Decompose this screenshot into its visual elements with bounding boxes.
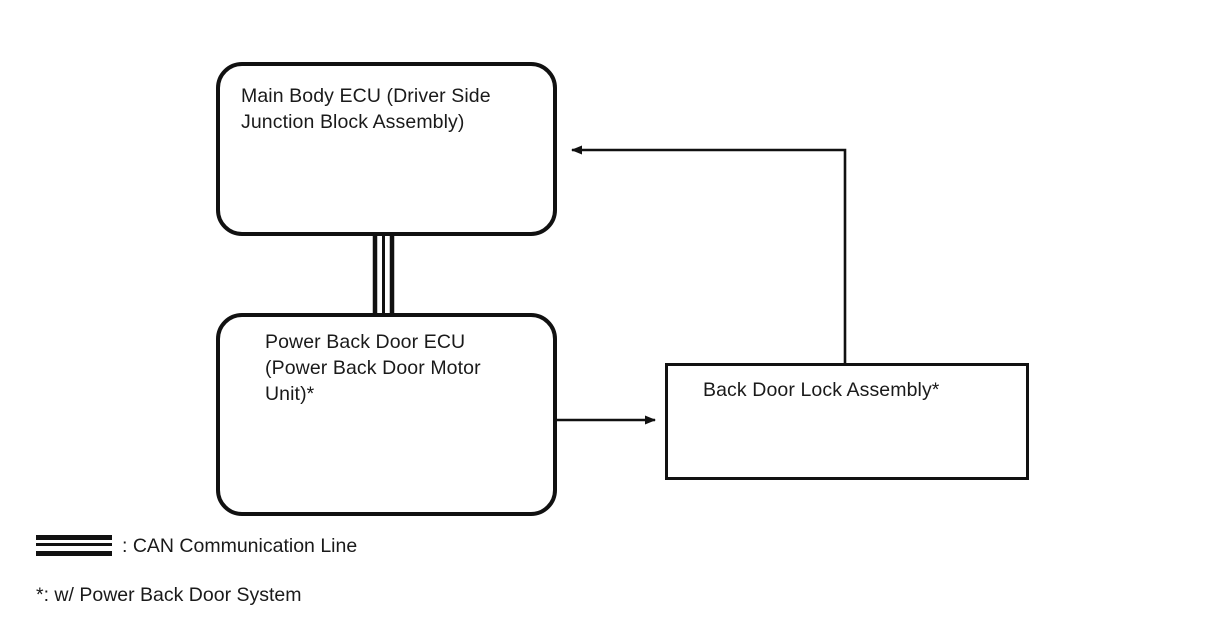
node-back-door-lock-assembly[interactable]: Back Door Lock Assembly* — [665, 363, 1029, 480]
arrow-lock-to-main-body-ecu — [571, 145, 847, 363]
legend-footnote-label: *: w/ Power Back Door System — [36, 584, 302, 606]
legend-can-line-label: : CAN Communication Line — [122, 534, 358, 557]
can-communication-line-icon — [36, 533, 112, 558]
can-communication-line — [372, 233, 395, 316]
legend-can-line-row: : CAN Communication Line — [36, 533, 357, 558]
node-label-back-door-lock-assembly: Back Door Lock Assembly* — [703, 379, 940, 401]
node-label-main-body-ecu: Main Body ECU (Driver Side Junction Bloc… — [241, 85, 491, 133]
node-label-power-back-door-ecu: Power Back Door ECU (Power Back Door Mot… — [265, 331, 481, 405]
node-power-back-door-ecu[interactable]: Power Back Door ECU (Power Back Door Mot… — [216, 313, 557, 516]
node-main-body-ecu[interactable]: Main Body ECU (Driver Side Junction Bloc… — [216, 62, 557, 236]
legend-footnote-row: *: w/ Power Back Door System — [36, 583, 302, 607]
